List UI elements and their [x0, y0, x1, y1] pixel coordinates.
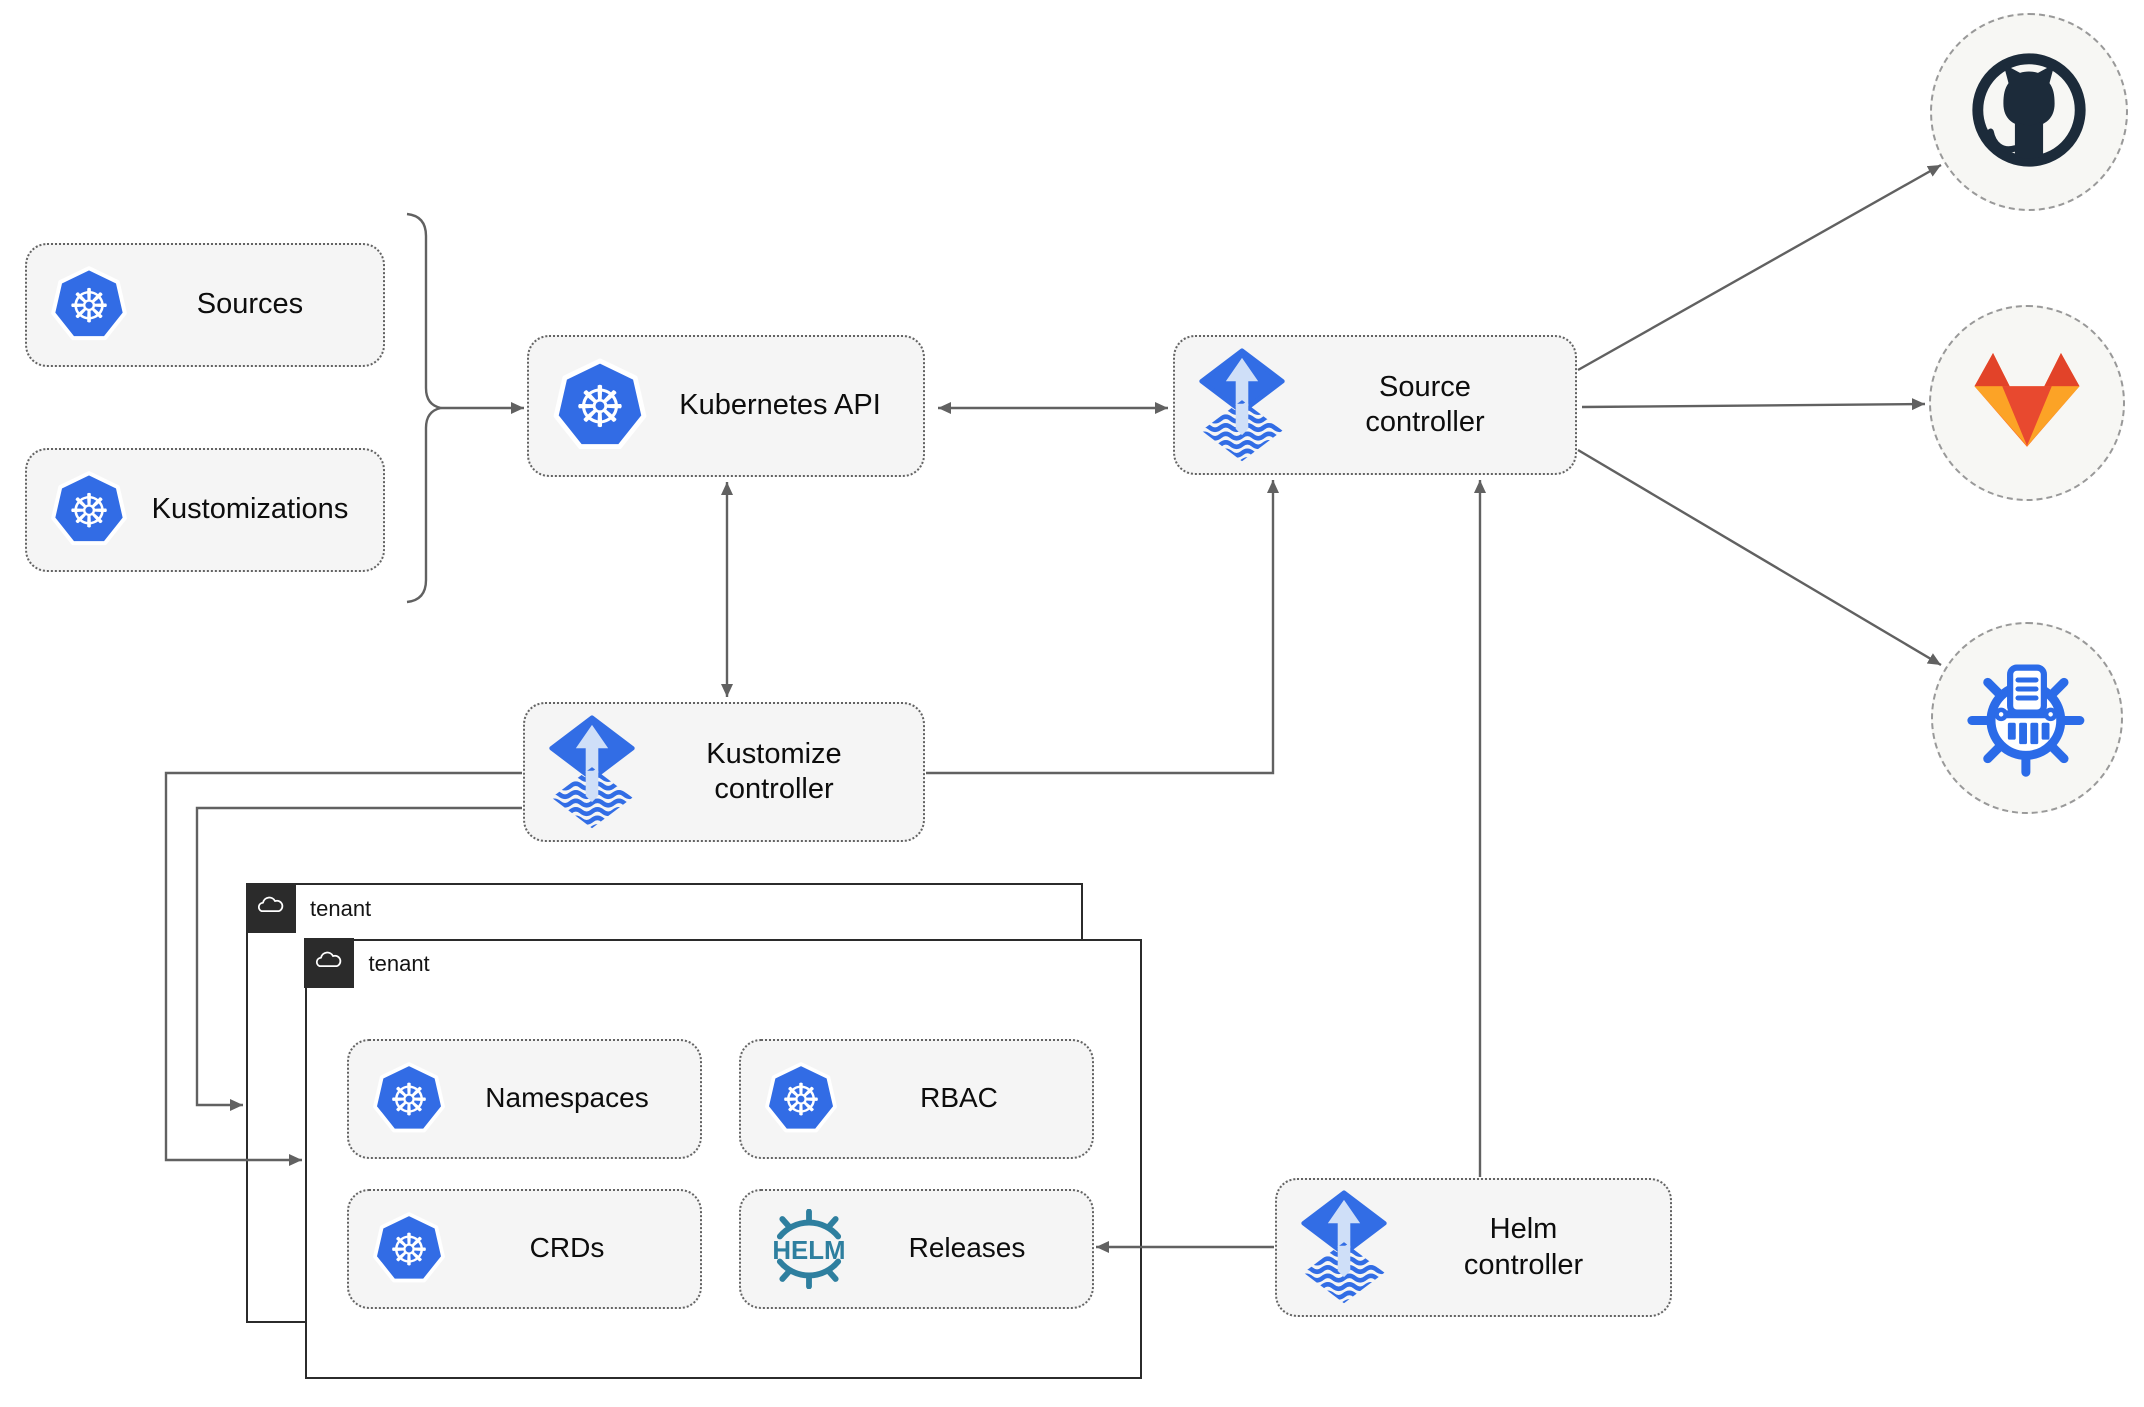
node-rbac: RBAC — [738, 1038, 1094, 1159]
node-sources: Sources — [25, 243, 385, 367]
github-icon — [1965, 46, 2093, 179]
tenant-outer-label: tenant — [310, 895, 372, 921]
kubernetes-icon — [763, 1061, 839, 1137]
flux-icon — [1299, 1190, 1389, 1305]
sources-brace — [406, 212, 442, 604]
kubernetes-icon — [371, 1211, 447, 1287]
gitlab-icon — [1965, 348, 2089, 458]
kubernetes-icon — [371, 1061, 447, 1137]
node-rbac-label: RBAC — [920, 1082, 998, 1114]
flux-icon — [1197, 348, 1287, 463]
node-source-controller-label: Source controller — [1365, 370, 1485, 438]
node-kubernetes-api: Kubernetes API — [527, 335, 925, 477]
external-gitlab — [1929, 305, 2125, 501]
node-releases-label: Releases — [908, 1232, 1026, 1264]
kubernetes-icon — [49, 470, 129, 550]
group-tenant-inner: tenant Namespaces RBAC CRDs — [304, 938, 1142, 1379]
node-kubernetes-api-label: Kubernetes API — [679, 389, 881, 422]
cloud-icon — [313, 949, 345, 977]
kubernetes-icon — [551, 357, 649, 455]
group-tenant-outer: tenant tenant Namespaces RBAC — [245, 882, 1142, 1379]
node-namespaces: Namespaces — [346, 1038, 702, 1159]
external-github — [1930, 13, 2128, 211]
node-crds: CRDs — [346, 1188, 702, 1309]
tenant-header — [304, 938, 354, 988]
node-sources-label: Sources — [196, 288, 304, 321]
node-crds-label: CRDs — [529, 1232, 605, 1264]
chartmuseum-icon — [1964, 653, 2090, 784]
tenant-inner-label: tenant — [368, 951, 430, 976]
helm-logo-icon: HELM — [763, 1208, 855, 1289]
node-helm-controller: Helm controller — [1275, 1178, 1672, 1317]
node-kustomizations: Kustomizations — [25, 448, 385, 572]
node-kustomizations-label: Kustomizations — [151, 493, 349, 526]
helm-wordmark: HELM — [772, 1237, 845, 1265]
external-chartmuseum — [1931, 622, 2123, 814]
node-source-controller: Source controller — [1173, 335, 1577, 475]
node-helm-controller-label: Helm controller — [1463, 1213, 1584, 1281]
node-namespaces-label: Namespaces — [485, 1082, 649, 1114]
kubernetes-icon — [49, 265, 129, 345]
tenant-header — [245, 882, 296, 933]
node-kustomize-controller: Kustomize controller — [523, 702, 925, 842]
cloud-icon — [255, 894, 287, 922]
node-releases: HELM Releases — [738, 1188, 1094, 1309]
node-kustomize-controller-label: Kustomize controller — [706, 737, 842, 805]
flux-icon — [547, 715, 637, 830]
